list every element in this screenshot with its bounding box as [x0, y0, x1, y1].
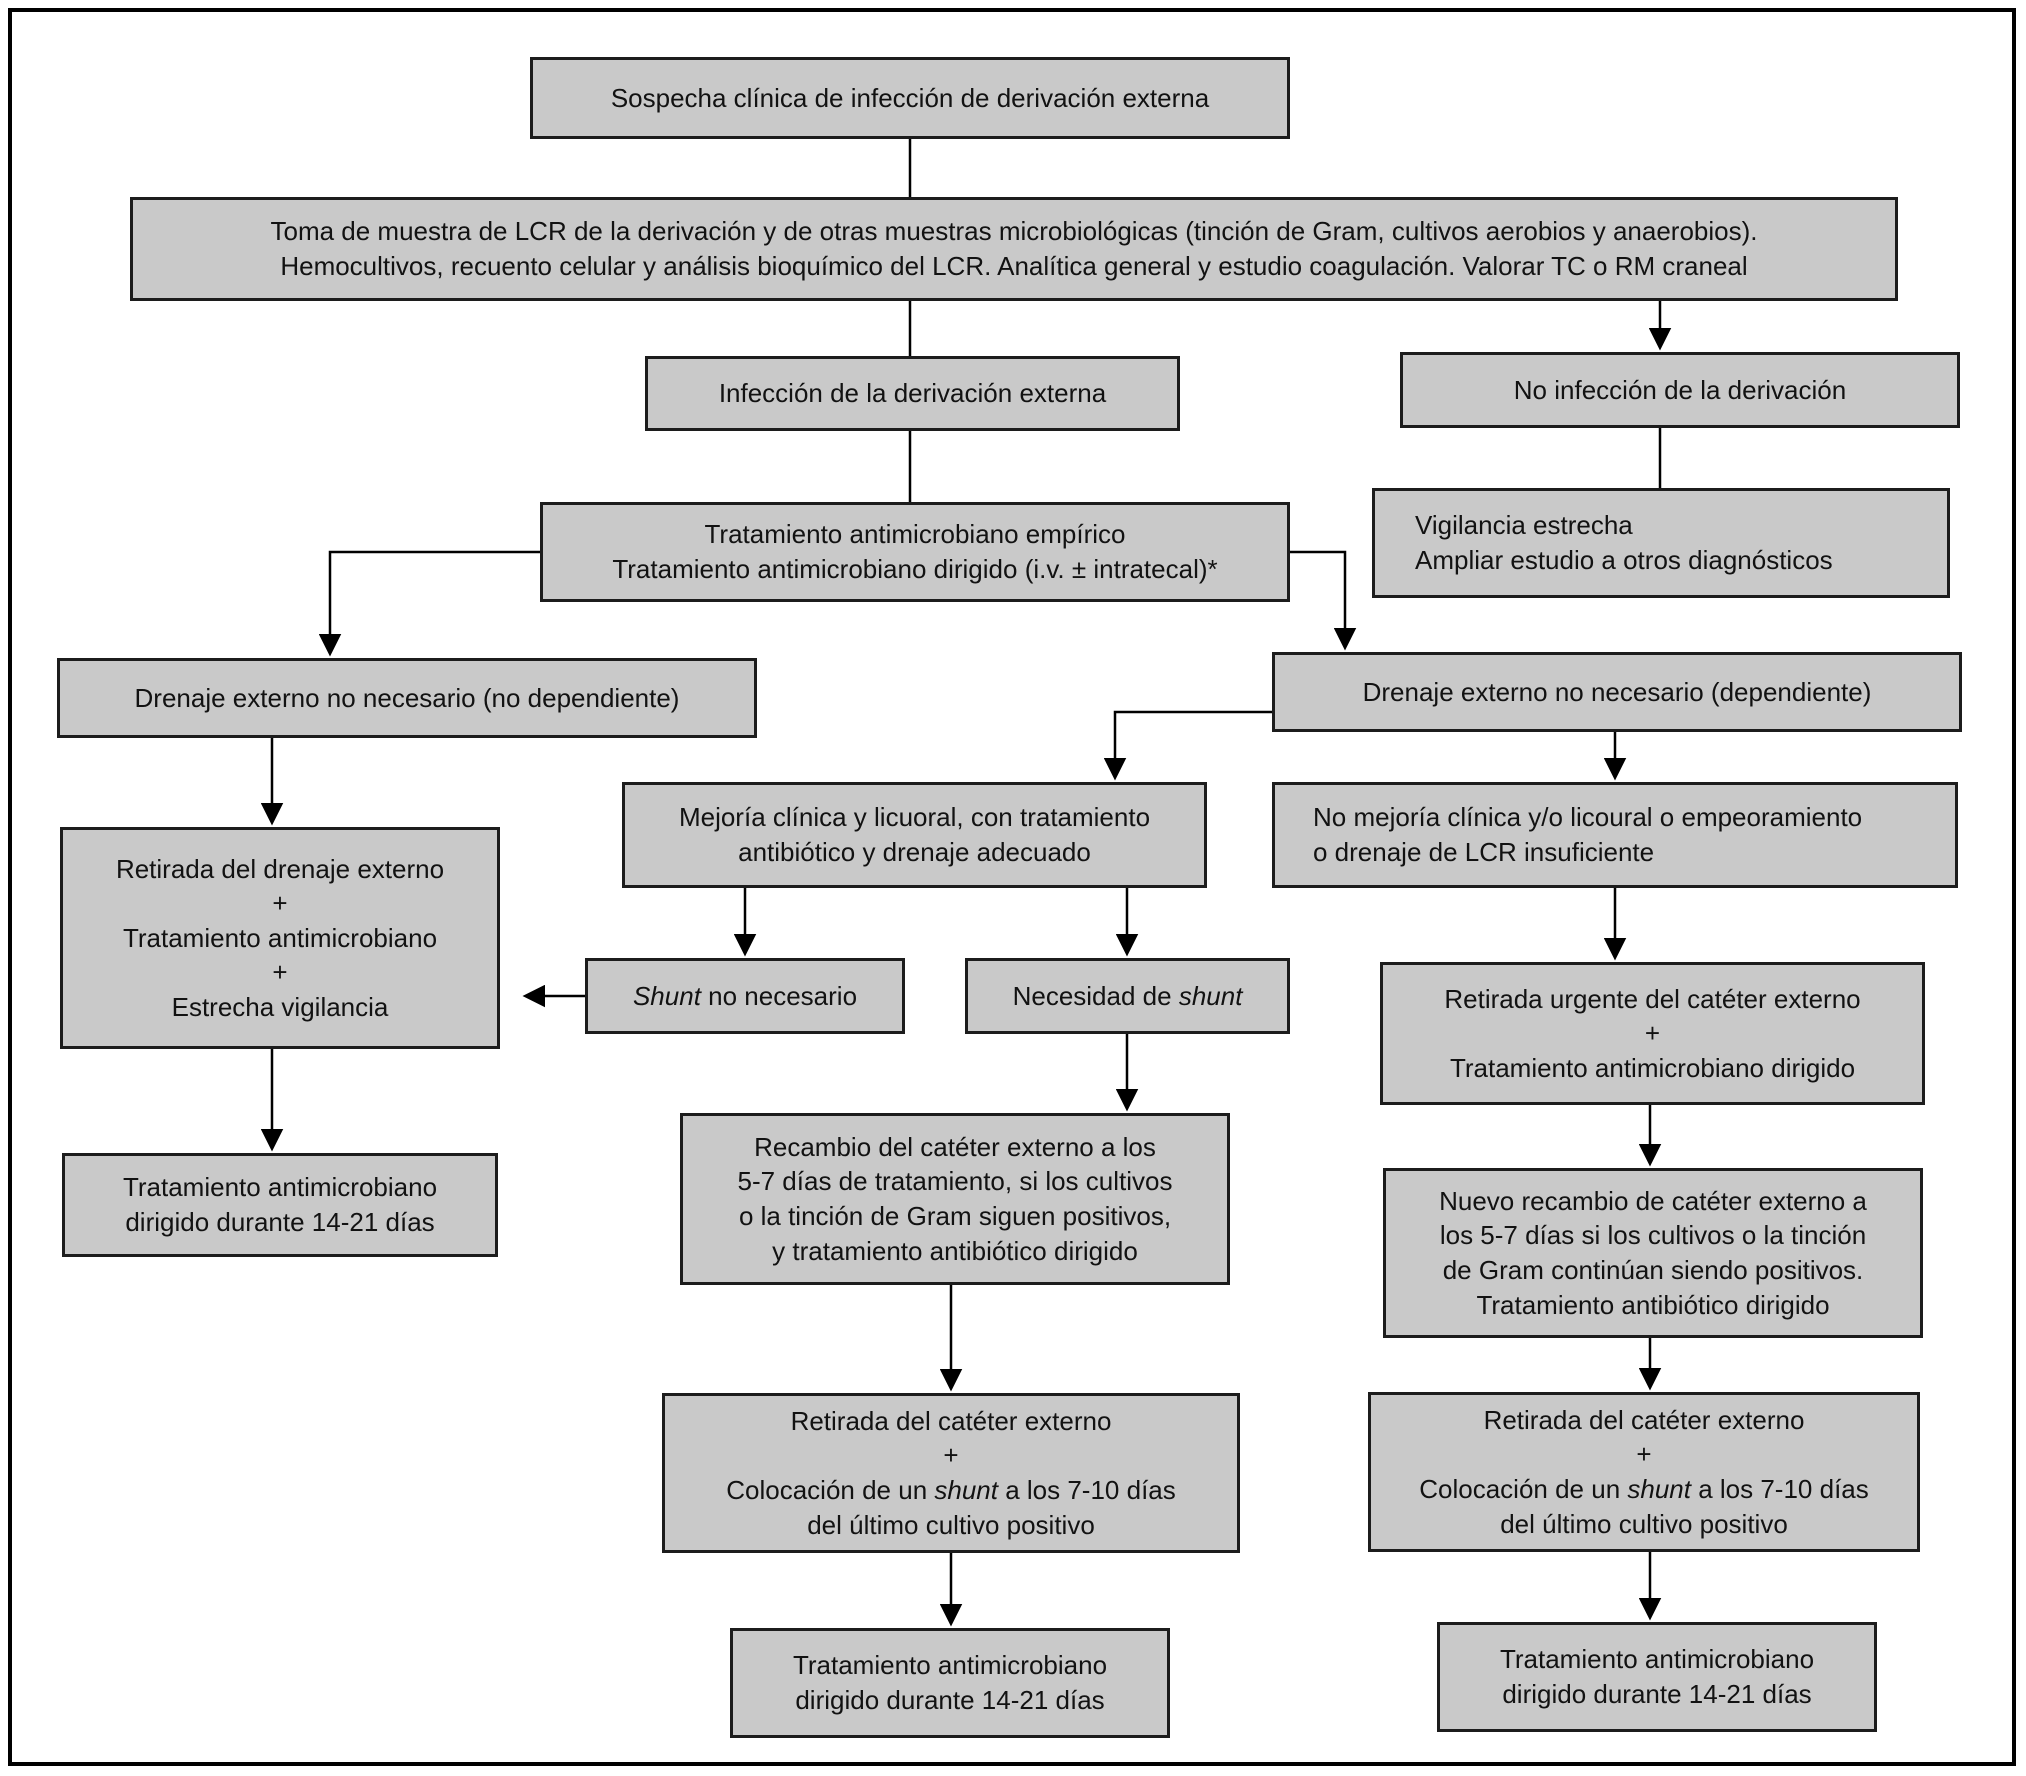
- node-retirada-cateter-derecha: Retirada del catéter externo + Colocació…: [1368, 1392, 1920, 1552]
- node-label: Recambio del catéter externo a los: [754, 1131, 1156, 1162]
- node-label: Tratamiento antimicrobiano: [122, 1172, 438, 1203]
- node-label-post: a los 7-10 días: [997, 1475, 1176, 1505]
- node-label-pre: Necesidad de: [1012, 980, 1179, 1011]
- node-label: Toma de muestra de LCR de la derivación …: [270, 216, 1758, 247]
- connector-arrow: [1103, 710, 1272, 781]
- node-sospecha: Sospecha clínica de infección de derivac…: [530, 57, 1290, 139]
- italic-term: shunt: [934, 1475, 998, 1505]
- node-drenaje-dependiente: Drenaje externo no necesario (dependient…: [1272, 652, 1962, 732]
- node-label: Ampliar estudio a otros diagnósticos: [1415, 545, 1833, 575]
- node-vigilancia: Vigilancia estrecha Ampliar estudio a ot…: [1372, 488, 1950, 598]
- node-no-infeccion: No infección de la derivación: [1400, 352, 1960, 428]
- node-label: Tratamiento antimicrobiano: [792, 1650, 1108, 1681]
- node-shunt-no-necesario: Shunt no necesario: [585, 958, 905, 1034]
- node-label: o drenaje de LCR insuficiente: [1313, 837, 1655, 867]
- node-no-mejoria: No mejoría clínica y/o licoural o empeor…: [1272, 782, 1958, 888]
- node-label: del último cultivo positivo: [1500, 1508, 1788, 1539]
- node-retirada-cateter-centro: Retirada del catéter externo + Colocació…: [662, 1393, 1240, 1553]
- node-label: Retirada del drenaje externo: [115, 853, 445, 884]
- node-label: dirigido durante 14-21 días: [125, 1207, 435, 1237]
- plus-sign: +: [1644, 1018, 1661, 1049]
- node-label: antibiótico y drenaje adecuado: [738, 837, 1091, 867]
- node-necesidad-shunt: Necesidad de shunt: [965, 958, 1290, 1034]
- node-label-post: a los 7-10 días: [1690, 1474, 1869, 1504]
- node-label: No mejoría clínica y/o licoural o empeor…: [1313, 802, 1863, 833]
- connector-arrow: [1290, 550, 1357, 651]
- plus-sign: +: [272, 888, 288, 919]
- node-tratamiento-14-21-izq: Tratamiento antimicrobiano dirigido dura…: [62, 1153, 498, 1257]
- node-label: Tratamiento antimicrobiano empírico: [704, 519, 1126, 550]
- node-label: Tratamiento antimicrobiano: [1499, 1644, 1815, 1675]
- node-label: del último cultivo positivo: [807, 1509, 1095, 1540]
- node-nuevo-recambio: Nuevo recambio de catéter externo a los …: [1383, 1168, 1923, 1338]
- node-label: dirigido durante 14-21 días: [1502, 1679, 1812, 1709]
- node-label: Colocación de un shunt a los 7-10 días: [1419, 1472, 1869, 1507]
- node-label: Drenaje externo no necesario (no dependi…: [134, 682, 680, 713]
- connector-arrow: [318, 550, 540, 657]
- node-label: Retirada del catéter externo: [790, 1405, 1112, 1436]
- node-label: Infección de la derivación externa: [718, 378, 1107, 409]
- node-infeccion: Infección de la derivación externa: [645, 356, 1180, 431]
- node-label: Retirada urgente del catéter externo: [1444, 983, 1861, 1014]
- italic-term: shunt: [1178, 980, 1243, 1011]
- node-label: Tratamiento antimicrobiano: [122, 922, 438, 953]
- node-label: o la tinción de Gram siguen positivos,: [738, 1201, 1172, 1231]
- node-label: Tratamiento antimicrobiano dirigido: [1449, 1052, 1856, 1083]
- node-label: de Gram continúan siendo positivos.: [1442, 1255, 1864, 1285]
- node-label: No infección de la derivación: [1513, 374, 1847, 405]
- node-label: Shunt no necesario: [633, 979, 857, 1014]
- node-label: 5-7 días de tratamiento, si los cultivos: [737, 1166, 1173, 1197]
- node-label-rest: no necesario: [700, 980, 858, 1011]
- node-retirada-urgente: Retirada urgente del catéter externo + T…: [1380, 962, 1925, 1105]
- node-label: Colocación de un shunt a los 7-10 días: [726, 1473, 1176, 1508]
- italic-term: shunt: [1627, 1474, 1691, 1504]
- figure-border: [8, 8, 2016, 1766]
- node-label: y tratamiento antibiótico dirigido: [772, 1235, 1138, 1266]
- node-label: Tratamiento antimicrobiano dirigido (i.v…: [612, 554, 1218, 584]
- italic-term: Shunt: [632, 980, 701, 1011]
- node-label-pre: Colocación de un: [1419, 1474, 1628, 1504]
- node-recambio-cateter: Recambio del catéter externo a los 5-7 d…: [680, 1113, 1230, 1285]
- node-label: los 5-7 días si los cultivos o la tinció…: [1439, 1220, 1867, 1251]
- plus-sign: +: [272, 957, 288, 988]
- node-label-pre: Colocación de un: [726, 1475, 935, 1505]
- node-drenaje-no-dependiente: Drenaje externo no necesario (no dependi…: [57, 658, 757, 738]
- node-label: Estrecha vigilancia: [171, 991, 389, 1022]
- node-tratamiento-14-21-derecha: Tratamiento antimicrobiano dirigido dura…: [1437, 1622, 1877, 1732]
- node-label: Vigilancia estrecha: [1415, 510, 1633, 541]
- plus-sign: +: [1636, 1439, 1652, 1470]
- node-label: Drenaje externo no necesario (dependient…: [1362, 676, 1872, 707]
- node-label: Retirada del catéter externo: [1483, 1404, 1805, 1435]
- node-label: Nuevo recambio de catéter externo a: [1439, 1185, 1867, 1216]
- node-mejoria: Mejoría clínica y licuoral, con tratamie…: [622, 782, 1207, 888]
- node-label: Tratamiento antibiótico dirigido: [1476, 1289, 1830, 1320]
- node-label: Hemocultivos, recuento celular y análisi…: [280, 251, 1748, 281]
- node-label: dirigido durante 14-21 días: [795, 1685, 1105, 1715]
- node-label: Mejoría clínica y licuoral, con tratamie…: [678, 802, 1151, 833]
- node-tratamiento-empirico: Tratamiento antimicrobiano empírico Trat…: [540, 502, 1290, 602]
- node-label: Necesidad de shunt: [1013, 979, 1243, 1014]
- node-label: Sospecha clínica de infección de derivac…: [610, 82, 1210, 113]
- node-toma-muestra: Toma de muestra de LCR de la derivación …: [130, 197, 1898, 301]
- node-tratamiento-14-21-centro: Tratamiento antimicrobiano dirigido dura…: [730, 1628, 1170, 1738]
- node-retirada-drenaje: Retirada del drenaje externo + Tratamien…: [60, 827, 500, 1049]
- plus-sign: +: [943, 1440, 959, 1471]
